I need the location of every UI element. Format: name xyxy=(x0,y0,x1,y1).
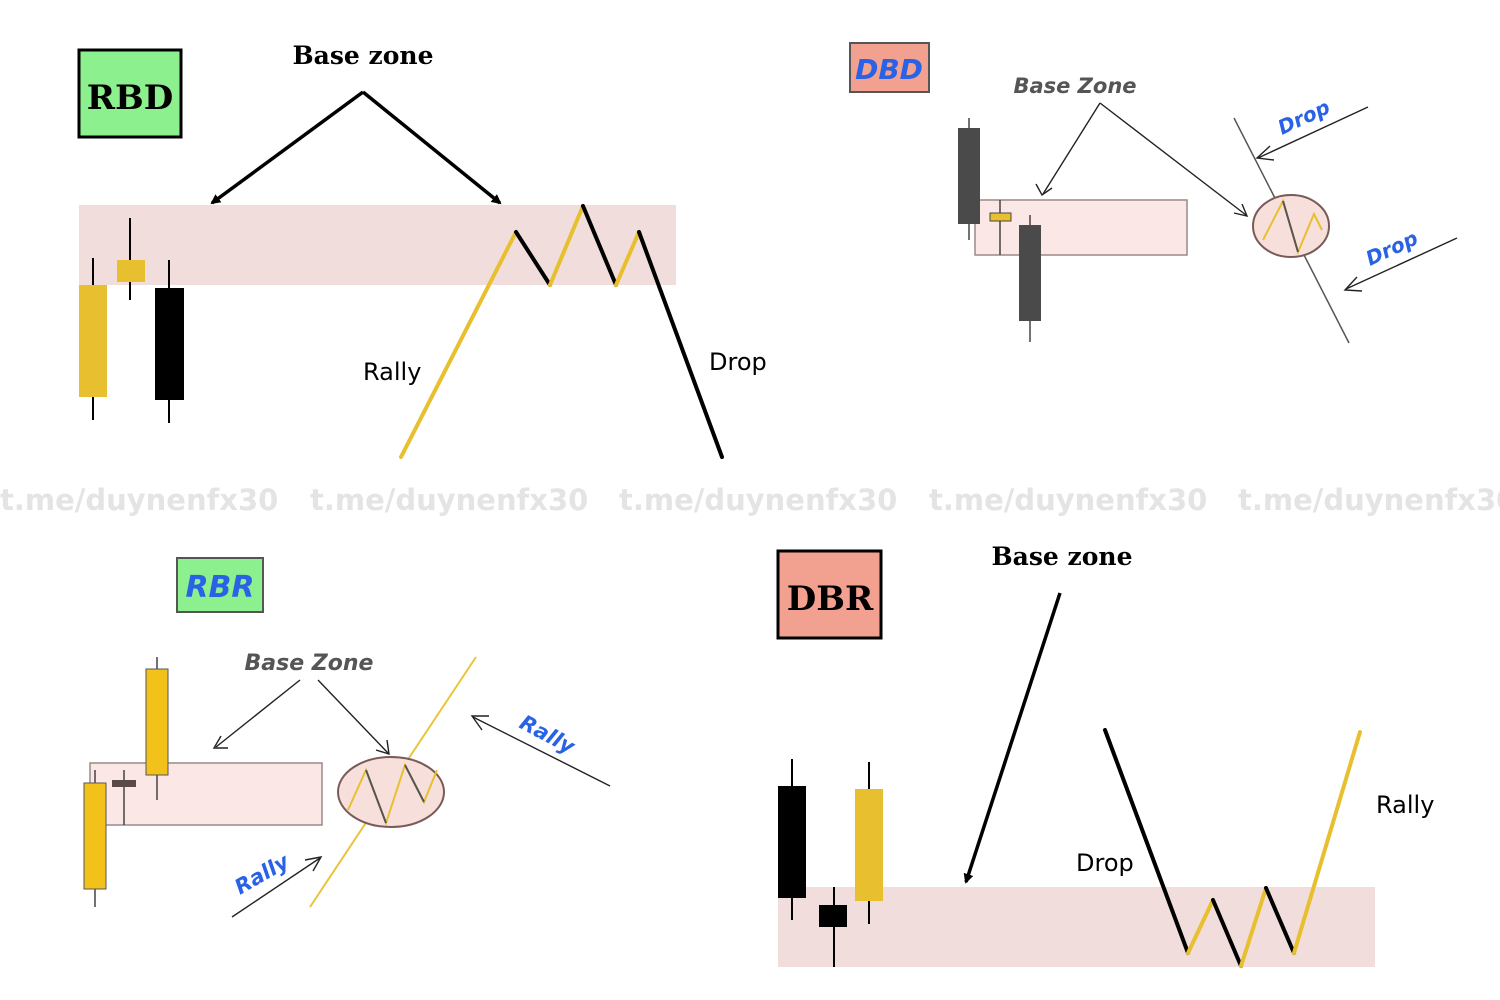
dbd-candle-base xyxy=(989,200,1012,255)
dbr-candle-black xyxy=(778,759,806,920)
dbr-badge-label: DBR xyxy=(787,579,874,619)
watermark-text: t.me/duynenfx30 xyxy=(929,483,1207,517)
dbr-price-path xyxy=(1103,728,1362,968)
rbr-zigzag xyxy=(347,762,438,827)
dbd-candle-1 xyxy=(958,118,980,240)
rbd-badge-label: RBD xyxy=(87,78,173,118)
rbr-rally-arrow-2 xyxy=(472,716,611,787)
dbd-candle-2 xyxy=(1019,215,1041,342)
rbd-base-zone-label: Base zone xyxy=(293,41,434,70)
dbd-drop-label-2: Drop xyxy=(1362,226,1422,271)
rbr-arrow-left xyxy=(215,679,301,748)
dbr-rally-label: Rally xyxy=(1376,791,1434,819)
rbd-candle-gold xyxy=(79,258,107,420)
watermark-row: t.me/duynenfx30 t.me/duynenfx30 t.me/duy… xyxy=(0,483,1500,517)
rbr-candle-base xyxy=(112,770,136,825)
dbd-drop-arrow-1 xyxy=(1257,106,1369,159)
rbr-base-zone-label: Base Zone xyxy=(245,651,374,676)
dbr-base-zone-label: Base zone xyxy=(992,542,1133,571)
rbr-rally-label-2: Rally xyxy=(516,710,580,759)
rbr-rally-arrow-1 xyxy=(231,857,321,918)
rbr-rally-label-1: Rally xyxy=(231,849,295,900)
dbd-arrow-right xyxy=(1099,102,1247,216)
rbr-base-zone xyxy=(89,762,323,826)
rbd-rally-label: Rally xyxy=(363,358,421,386)
dbd-drop-label-1: Drop xyxy=(1274,95,1334,140)
dbr-candle-gold xyxy=(855,762,883,924)
dbr-drop-label: Drop xyxy=(1076,849,1134,877)
dbd-drop-arrow-2 xyxy=(1345,237,1458,290)
rbd-drop-label: Drop xyxy=(709,348,767,376)
rbd-candle-black xyxy=(155,260,184,423)
dbd-panel: DBD Base Zone Drop Drop xyxy=(849,42,1458,344)
dbd-badge xyxy=(849,42,930,93)
dbr-arrow xyxy=(963,592,1062,884)
dbr-badge xyxy=(776,549,883,640)
dbd-badge-label: DBD xyxy=(855,53,923,86)
rbd-price-path xyxy=(399,204,724,459)
rbr-candle-2 xyxy=(145,657,169,800)
rbd-badge xyxy=(77,48,183,139)
dbd-arrow-left xyxy=(1042,102,1101,195)
dbr-panel: DBR Base zone Drop Rally xyxy=(776,542,1434,968)
rbd-arrow-left xyxy=(210,90,365,205)
rbr-candle-1 xyxy=(83,770,107,907)
dbd-base-zone xyxy=(974,199,1188,256)
watermark-text: t.me/duynenfx30 xyxy=(1238,483,1500,517)
rbr-badge xyxy=(176,557,264,613)
rbr-arrow-right xyxy=(317,679,389,754)
watermark-text: t.me/duynenfx30 xyxy=(0,483,278,517)
dbr-candle-base xyxy=(819,887,847,967)
rbd-candle-base xyxy=(117,218,145,300)
rbr-badge-label: RBR xyxy=(185,570,254,605)
rbd-panel: RBD Base zone Rally Drop xyxy=(77,41,767,459)
rbd-arrow-right xyxy=(361,90,502,205)
dbd-base-zone-label: Base Zone xyxy=(1013,74,1136,98)
rbr-panel: RBR Base Zone Rally xyxy=(83,557,611,918)
watermark-text: t.me/duynenfx30 xyxy=(619,483,897,517)
watermark-text: t.me/duynenfx30 xyxy=(310,483,588,517)
